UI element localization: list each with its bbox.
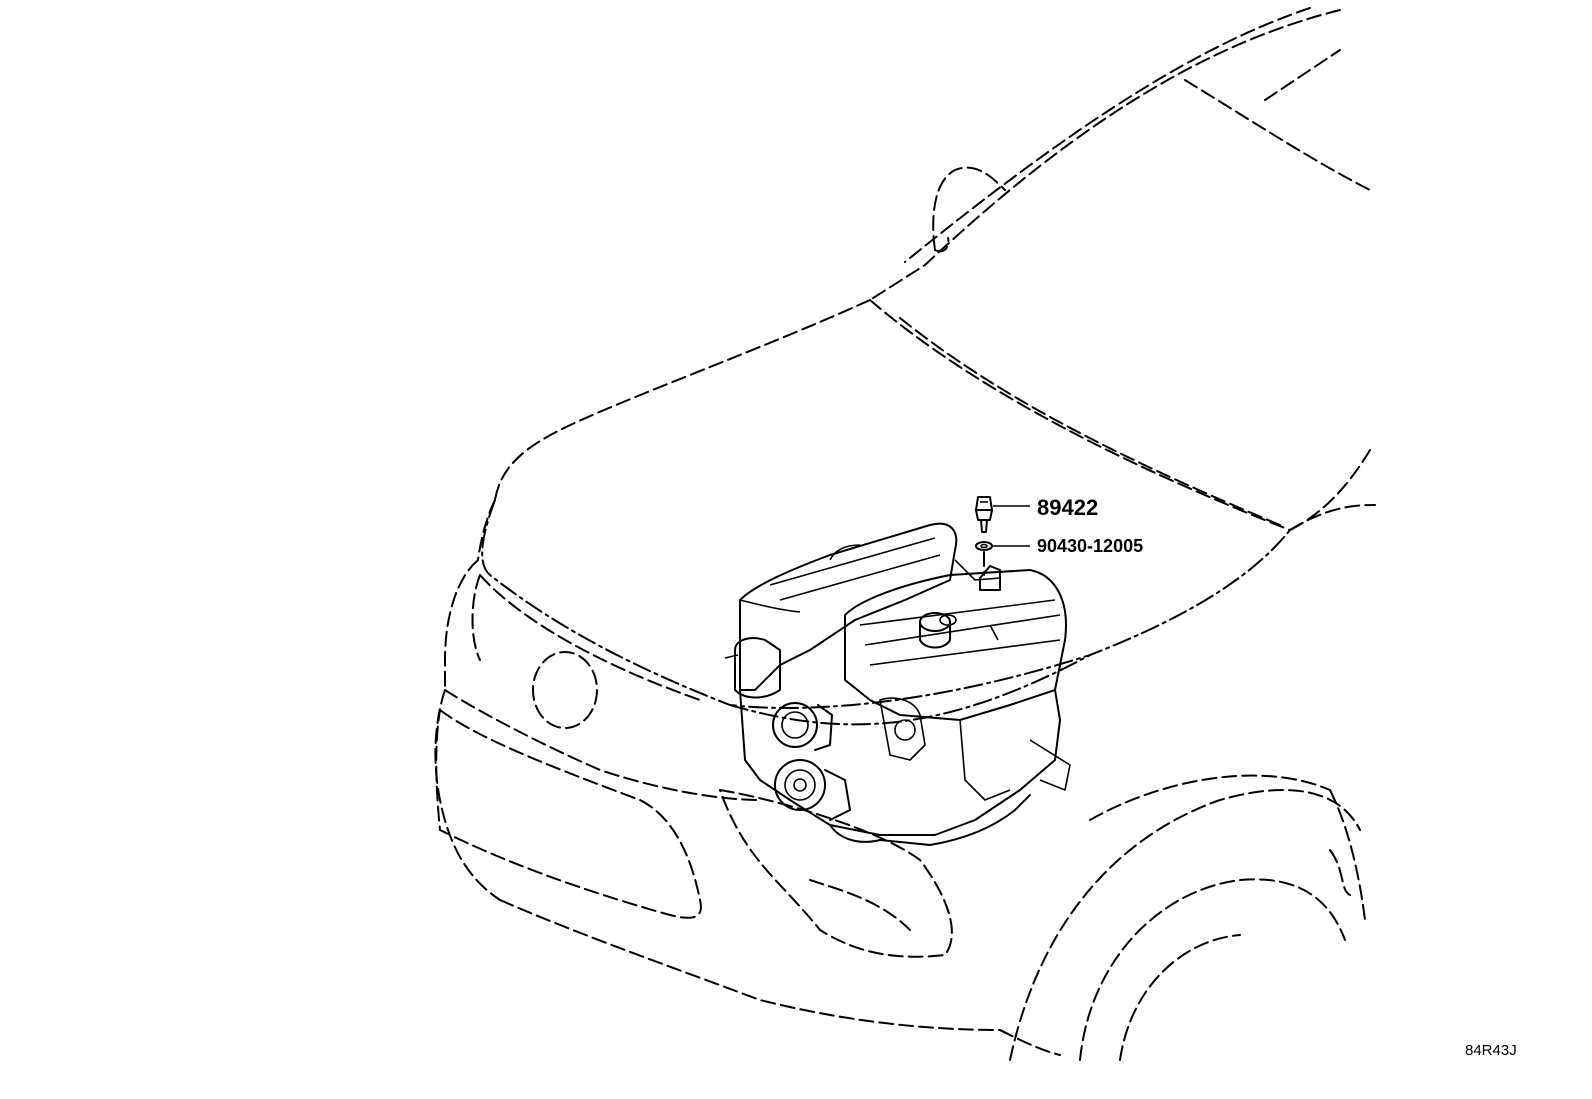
part-label-89422: 89422	[1037, 495, 1098, 520]
vehicle-outline	[434, 7, 1376, 1061]
part-90430-12005	[975, 541, 993, 551]
diagram-code: 84R43J	[1465, 1042, 1517, 1059]
part-89422	[975, 496, 993, 533]
engine-assembly	[724, 522, 1071, 846]
part-label-90430-12005: 90430-12005	[1037, 536, 1143, 556]
